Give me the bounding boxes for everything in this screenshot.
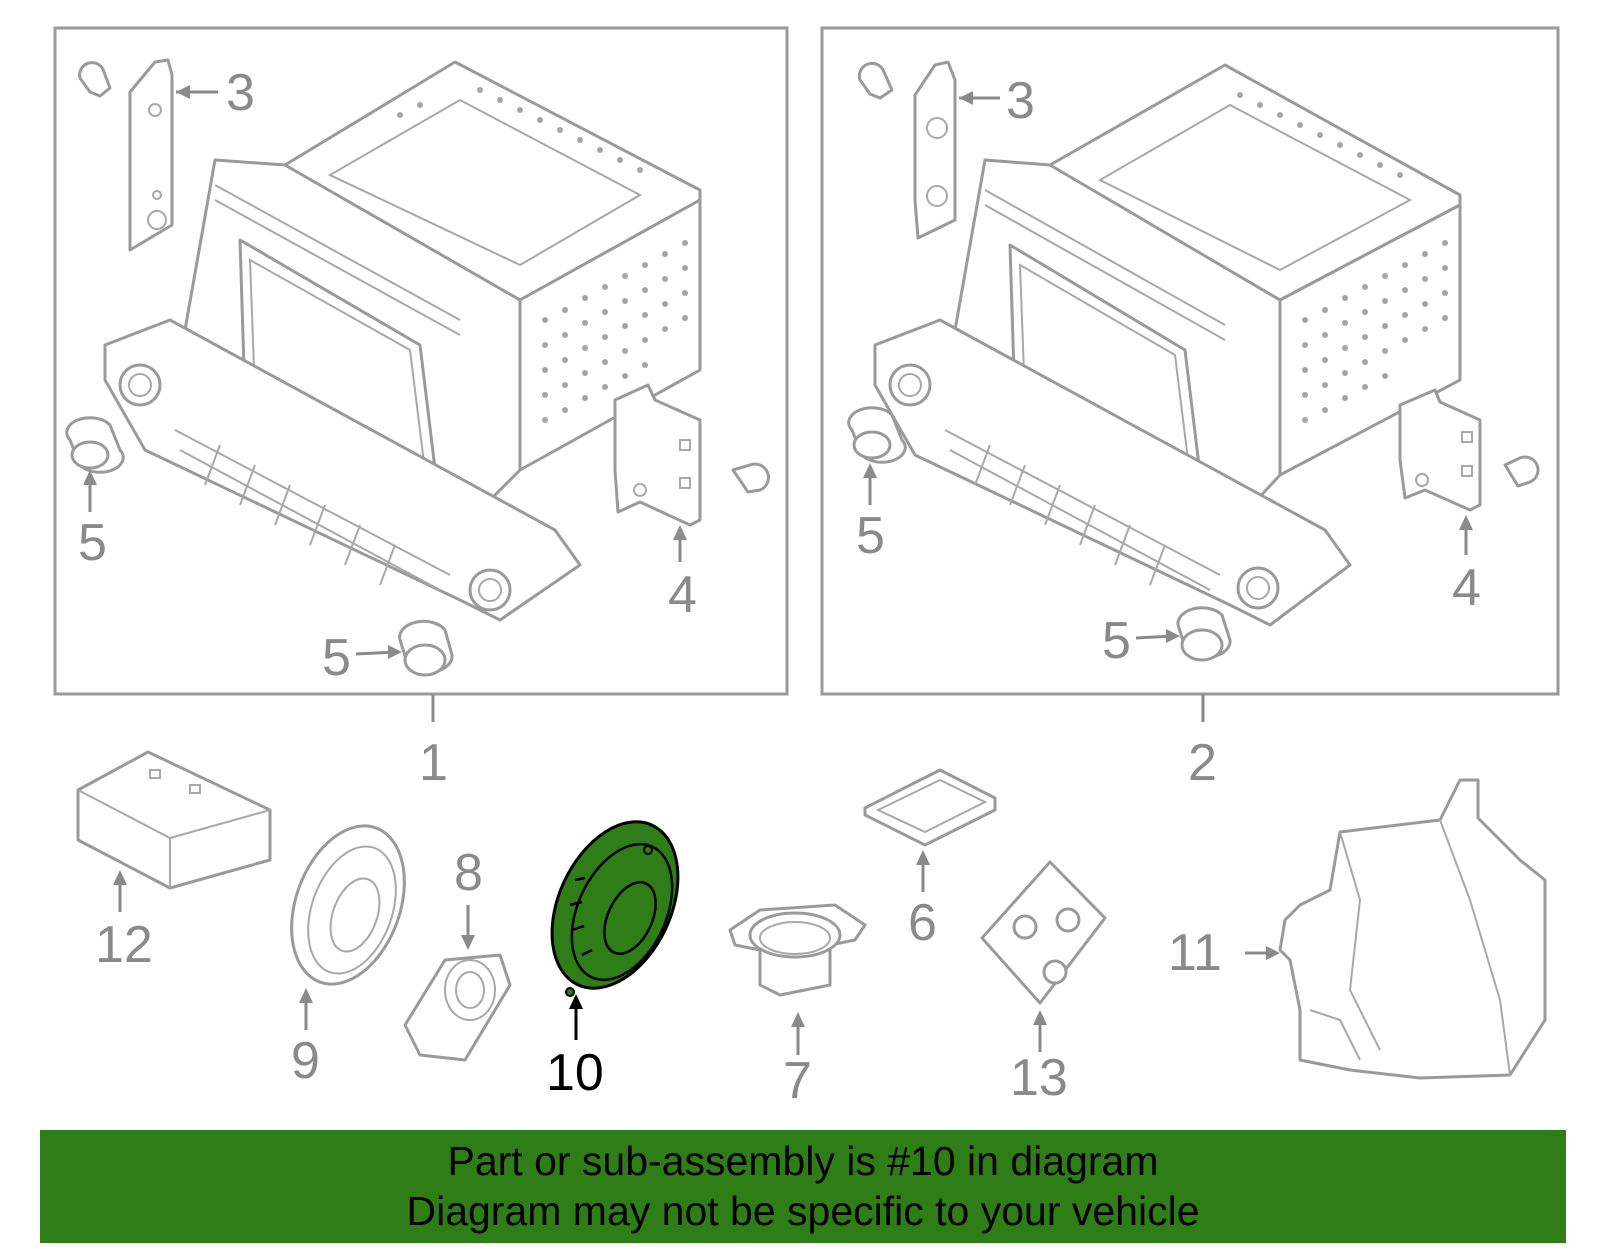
label-8: 8 [454, 844, 483, 902]
screw-right-right [1503, 455, 1540, 488]
speaker-7 [728, 903, 867, 1055]
label-10: 10 [546, 1044, 604, 1102]
module-13 [980, 860, 1107, 1052]
sd-card-6 [863, 768, 997, 892]
label-5-right-b: 5 [1102, 612, 1131, 670]
screw-left-right [731, 462, 770, 494]
label-5-right-a: 5 [856, 507, 885, 565]
knob-5-right-b [1135, 606, 1232, 662]
bracket-3-right [913, 60, 1000, 240]
vent-holes [397, 87, 688, 423]
knob-5-left-a [65, 416, 125, 512]
label-9: 9 [291, 1032, 320, 1090]
bracket-4-left [613, 383, 702, 562]
label-11: 11 [1168, 924, 1222, 982]
bracket-4-right [1398, 388, 1482, 555]
control-module-12 [76, 750, 272, 912]
speaker-10-highlighted [550, 820, 680, 1040]
radio-head-unit-right [873, 63, 1462, 627]
label-7: 7 [783, 1052, 812, 1110]
label-1: 1 [419, 734, 448, 792]
banner-line-disclaimer: Diagram may not be specific to your vehi… [406, 1188, 1200, 1234]
label-5-left-b: 5 [322, 629, 351, 687]
banner-line-part-number: Part or sub-assembly is #10 in diagram [447, 1138, 1159, 1184]
vent-holes [1237, 92, 1448, 423]
label-4-right: 4 [1452, 559, 1481, 617]
amplifier-11 [1245, 778, 1547, 1080]
label-13: 13 [1010, 1049, 1068, 1107]
info-banner: Part or sub-assembly is #10 in diagram D… [40, 1130, 1566, 1243]
label-2: 2 [1188, 734, 1217, 792]
bracket-3-left [128, 58, 218, 252]
label-4-left: 4 [668, 566, 697, 624]
knob-5-right-a [847, 406, 907, 505]
label-5-left-a: 5 [78, 514, 107, 572]
tweeter-8 [403, 905, 512, 1062]
callout-labels: 3 5 4 5 1 3 5 4 5 2 12 9 8 10 7 6 13 11 [78, 64, 1481, 1110]
group-box-radio-2 [820, 26, 1560, 722]
screw-right-top [857, 61, 894, 100]
label-3-right: 3 [1006, 72, 1035, 130]
screw-left-top [78, 61, 112, 98]
knob-5-left-b [355, 619, 454, 677]
label-3-left: 3 [226, 64, 255, 122]
label-6: 6 [908, 894, 937, 952]
label-12: 12 [95, 916, 153, 974]
speaker-9 [290, 824, 406, 1030]
group-box-radio-1 [53, 26, 789, 722]
radio-head-unit-left [103, 60, 702, 622]
